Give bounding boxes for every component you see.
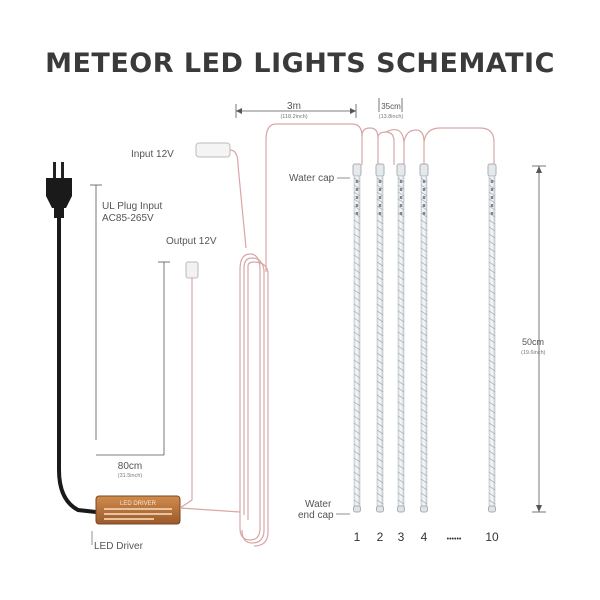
led-chip <box>490 180 494 183</box>
output-connector <box>185 261 199 279</box>
tube-interconnect-wires <box>351 123 495 165</box>
led-chip <box>378 188 382 191</box>
tube-number-3: 3 <box>398 530 405 544</box>
water-end-cap-10 <box>488 505 496 513</box>
led-chip <box>399 188 403 191</box>
led-chip <box>490 196 494 199</box>
ul-plug-voltage-label: AC85-265V <box>102 213 154 224</box>
led-chip <box>399 212 403 215</box>
led-chip <box>378 204 382 207</box>
input-connector <box>195 142 231 158</box>
tube-number-1: 1 <box>354 530 361 544</box>
input-label: Input 12V <box>131 149 174 160</box>
led-chip <box>378 180 382 183</box>
led-chip <box>378 212 382 215</box>
water-end-cap-label-2: end cap <box>298 510 334 521</box>
water-cap-4 <box>419 163 429 177</box>
water-end-cap-1 <box>353 505 361 513</box>
meteor-tubes <box>352 163 497 513</box>
lead-length-label: 3m <box>287 101 301 112</box>
water-cap-3 <box>396 163 406 177</box>
water-cap-label: Water cap <box>289 173 335 184</box>
meteor-tube-10 <box>487 163 497 513</box>
water-end-cap-2 <box>376 505 384 513</box>
led-chip <box>399 180 403 183</box>
plug-icon <box>46 162 72 218</box>
led-chip <box>355 188 359 191</box>
led-chip <box>490 212 494 215</box>
driver-box-title: LED DRIVER <box>120 501 157 507</box>
output-label: Output 12V <box>166 236 217 247</box>
tube-number-2: 2 <box>377 530 384 544</box>
tube-ellipsis: •••••• <box>447 536 462 543</box>
meteor-tube-1 <box>352 163 362 513</box>
diagram-title: METEOR LED LIGHTS SCHEMATIC <box>45 48 555 79</box>
plug-cable <box>57 218 97 514</box>
led-driver-label: LED Driver <box>94 541 144 552</box>
tube-number-10: 10 <box>485 530 499 544</box>
meteor-tube-4 <box>419 163 429 513</box>
water-cap-2 <box>375 163 385 177</box>
led-chip <box>422 180 426 183</box>
led-chip <box>355 180 359 183</box>
coiled-lead-cable <box>239 123 352 547</box>
tube-length-inch-label: (19.6inch) <box>521 350 546 356</box>
led-chip <box>422 204 426 207</box>
spacing-inch-label: (13.8inch) <box>379 114 404 120</box>
led-chip <box>355 204 359 207</box>
led-chip <box>490 204 494 207</box>
spacing-label: 35cm <box>381 102 401 111</box>
led-driver-box: LED DRIVER <box>95 495 181 525</box>
meteor-tube-3 <box>396 163 406 513</box>
tube-length-label: 50cm <box>522 337 544 347</box>
tube-number-4: 4 <box>421 530 428 544</box>
cable-length-inch-label: (31.5inch) <box>118 473 143 479</box>
water-end-cap-3 <box>397 505 405 513</box>
led-chip <box>355 196 359 199</box>
cable-length-label: 80cm <box>118 461 142 472</box>
lead-length-inch-label: (118.2inch) <box>280 114 307 120</box>
ul-plug-label: UL Plug Input <box>102 201 162 212</box>
water-cap-1 <box>352 163 362 177</box>
water-cap-10 <box>487 163 497 177</box>
led-chip <box>399 196 403 199</box>
led-chip <box>399 204 403 207</box>
led-chip <box>422 212 426 215</box>
led-chip <box>490 188 494 191</box>
water-end-cap-4 <box>420 505 428 513</box>
led-chip <box>378 196 382 199</box>
water-end-cap-label: Water <box>305 499 332 510</box>
meteor-tube-2 <box>375 163 385 513</box>
led-chip <box>355 212 359 215</box>
led-chip <box>422 188 426 191</box>
led-chip <box>422 196 426 199</box>
